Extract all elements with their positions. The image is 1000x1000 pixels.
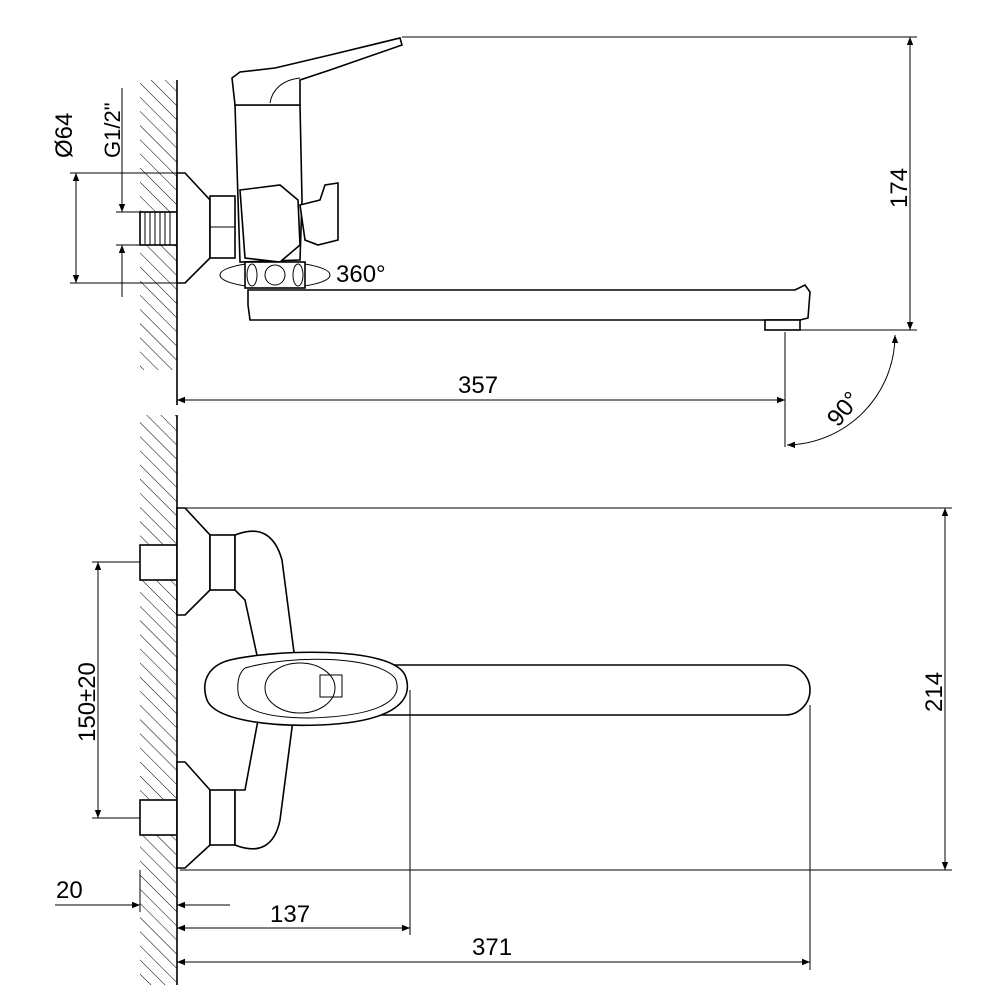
body-offset-label: 137 <box>270 901 310 928</box>
inlet-spacing-label: 150±20 <box>74 662 101 742</box>
upper-arm <box>234 530 296 661</box>
wall-hatch-bottom <box>140 415 177 985</box>
connector <box>239 184 301 263</box>
angle-arc <box>786 334 899 449</box>
spout <box>247 283 811 321</box>
handle-logo <box>319 674 343 698</box>
front-spout <box>379 664 811 716</box>
lever-handle <box>231 37 403 106</box>
thread-label: G1/2" <box>100 102 125 158</box>
swivel-ring <box>244 261 306 289</box>
lower-inlet-thread <box>139 799 178 836</box>
angle-label: 90° <box>822 387 866 432</box>
diameter-label: Ø64 <box>51 113 78 158</box>
aerator <box>764 319 801 331</box>
lower-arm <box>234 719 294 850</box>
side-view: 360° 174 Ø64 G1/2" 357 90° <box>51 36 917 449</box>
diverter-knob <box>299 182 339 246</box>
upper-inlet-thread <box>139 544 178 581</box>
wall-offset-label: 20 <box>56 877 83 904</box>
upper-nut <box>209 534 236 591</box>
rotation-label: 360° <box>336 261 386 288</box>
front-view: 214 150±20 20 137 371 <box>55 415 952 985</box>
reach-label-357: 357 <box>458 372 498 399</box>
height-label-214: 214 <box>921 672 948 712</box>
upper-flange <box>176 507 211 616</box>
flange <box>176 172 211 284</box>
total-reach-label: 371 <box>472 934 512 961</box>
lower-flange <box>176 761 211 869</box>
handle-body <box>204 651 409 727</box>
lower-nut <box>209 789 236 846</box>
inlet-thread <box>139 211 178 246</box>
height-label-174: 174 <box>886 168 913 208</box>
